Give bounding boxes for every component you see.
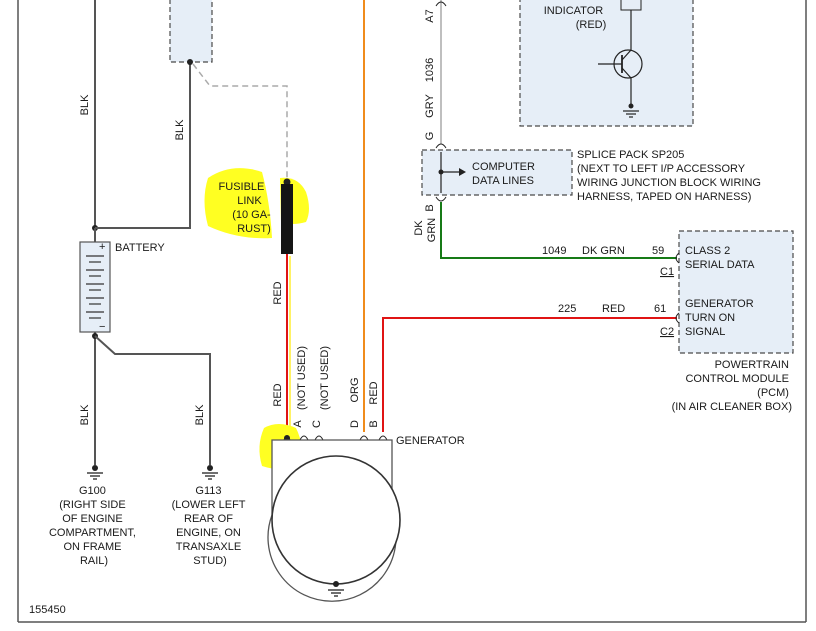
red-wire-225 bbox=[382, 317, 677, 432]
pcm-box bbox=[678, 230, 794, 354]
generator-label: GENERATOR bbox=[396, 435, 465, 447]
org-wire-label: ORG bbox=[349, 377, 361, 402]
battery-cells bbox=[86, 255, 104, 319]
pcm-pin-61-connector bbox=[675, 312, 680, 324]
red-wire-label-lower: RED bbox=[272, 383, 284, 406]
svg-text:B: B bbox=[368, 420, 380, 427]
battery-label: BATTERY bbox=[115, 242, 165, 254]
generator-turn-on-signal-label: GENERATOR TURN ON SIGNAL bbox=[685, 298, 757, 338]
pin-b-connector bbox=[435, 196, 447, 202]
wire-225-color: RED bbox=[602, 303, 625, 315]
fusible-link-body bbox=[281, 184, 293, 254]
ground-g100-symbol bbox=[87, 465, 103, 480]
battery-minus-sign: − bbox=[99, 321, 105, 333]
not-used-label-a: (NOT USED) bbox=[296, 346, 308, 410]
blk-wire-to-upper-box bbox=[95, 62, 191, 229]
dashed-connection bbox=[192, 63, 288, 178]
pin-b-label: B bbox=[424, 204, 436, 211]
wire-225-circuit: 225 bbox=[558, 303, 576, 315]
computer-data-lines-label: COMPUTER DATA LINES bbox=[472, 161, 538, 187]
fusible-link-highlight bbox=[204, 168, 272, 239]
indicator-box bbox=[519, 0, 694, 127]
ground-g113-symbol bbox=[202, 465, 218, 480]
gry-circuit-label: 1036 bbox=[424, 58, 436, 82]
pcm-pin-61: 61 bbox=[654, 303, 666, 315]
upper-box-terminal bbox=[187, 59, 193, 65]
left-wiring: BLK BLK + − BATTERY BLK BLK bbox=[49, 0, 249, 567]
pcm-pin-59-connector bbox=[675, 252, 680, 264]
battery-plus-sign: + bbox=[99, 241, 105, 253]
red-wire-b-label: RED bbox=[368, 381, 380, 404]
dk-grn-wire-1049 bbox=[440, 202, 677, 259]
figure-number: 155450 bbox=[29, 604, 66, 616]
generator-symbol bbox=[271, 455, 401, 585]
gry-color-label: GRY bbox=[424, 94, 436, 118]
splice-pack-description: SPLICE PACK SP205 (NEXT TO LEFT I/P ACCE… bbox=[577, 149, 764, 203]
blk-label-bottom-right: BLK bbox=[194, 404, 206, 425]
grn-label: GRN bbox=[426, 218, 438, 243]
dk-label: DK bbox=[413, 220, 425, 236]
pin-g-connector bbox=[435, 143, 447, 149]
red-wire-label-upper: RED bbox=[272, 281, 284, 304]
svg-text:C: C bbox=[311, 420, 323, 428]
class2-serial-data-label: CLASS 2 SERIAL DATA bbox=[685, 245, 755, 271]
upper-component-box bbox=[169, 0, 213, 63]
battery-symbol bbox=[79, 241, 111, 333]
pcm-connector-c1: C1 bbox=[660, 266, 674, 278]
splice-pack-arrow-icon bbox=[459, 168, 466, 176]
pcm-pin-59: 59 bbox=[652, 245, 664, 257]
svg-text:A: A bbox=[292, 420, 304, 428]
not-used-label-c: (NOT USED) bbox=[319, 346, 331, 410]
pcm-connector-c2: C2 bbox=[660, 326, 674, 338]
blk-label-top-left: BLK bbox=[79, 94, 91, 115]
generator-ground-symbol bbox=[328, 581, 344, 597]
svg-text:D: D bbox=[349, 420, 361, 428]
pin-a7-connector bbox=[435, 1, 447, 7]
transistor-symbol bbox=[598, 0, 643, 118]
blk-label-bottom-left: BLK bbox=[79, 404, 91, 425]
blk-wire-to-g113 bbox=[94, 335, 211, 465]
indicator-label: INDICATOR (RED) bbox=[544, 5, 607, 31]
wire-1049-circuit: 1049 bbox=[542, 245, 566, 257]
ground-g113-label: G113 (LOWER LEFT REAR OF ENGINE, ON TRAN… bbox=[172, 485, 249, 567]
pin-g-label: G bbox=[424, 132, 436, 141]
blk-label-top-right: BLK bbox=[174, 119, 186, 140]
pcm-name-label: POWERTRAIN CONTROL MODULE (PCM) (IN AIR … bbox=[672, 359, 792, 413]
fusible-link-label: FUSIBLE LINK (10 GA- RUST) bbox=[219, 181, 274, 235]
ground-g100-label: G100 (RIGHT SIDE OF ENGINE COMPARTMENT, … bbox=[49, 485, 139, 567]
wire-1049-color: DK GRN bbox=[582, 245, 625, 257]
fusible-link-terminal bbox=[283, 178, 291, 186]
pin-a7-label: A7 bbox=[424, 9, 436, 22]
